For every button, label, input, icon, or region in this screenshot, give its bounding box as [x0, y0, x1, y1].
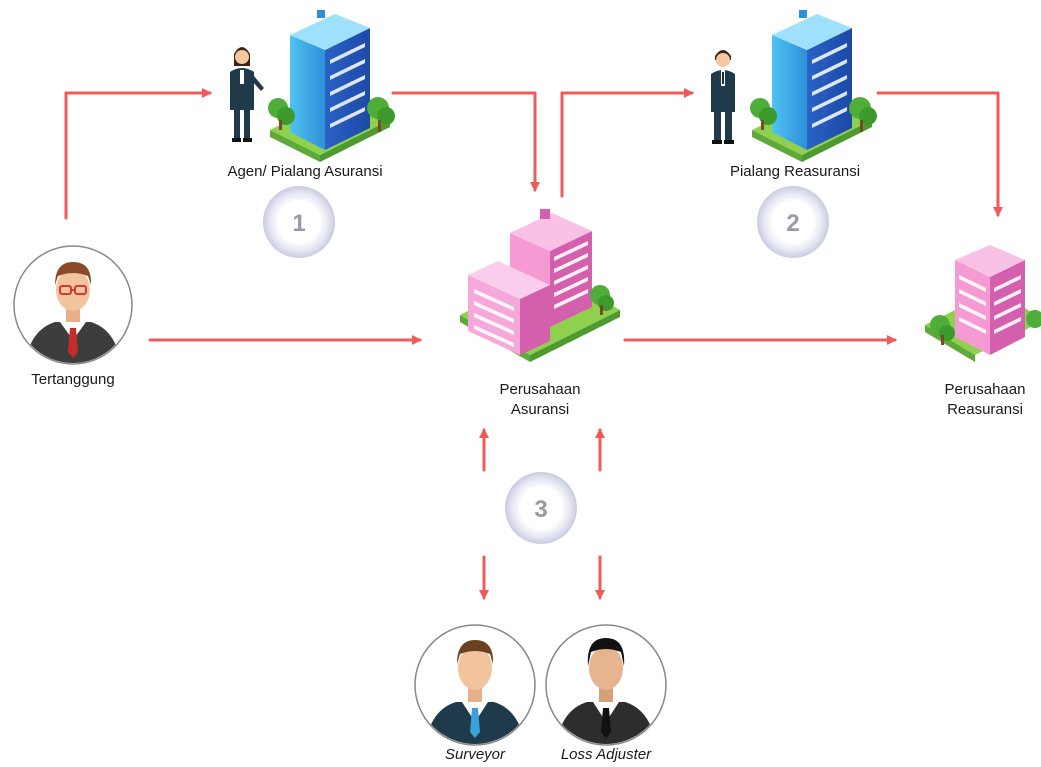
perusahaan-asuransi-building-icon	[460, 209, 620, 362]
perusahaan-reasuransi-label: Perusahaan Reasuransi	[935, 380, 1035, 420]
perusahaan-asuransi-line-2: Asuransi	[510, 401, 570, 418]
step-badge-3: 3	[505, 472, 577, 544]
agen-woman-icon	[230, 47, 264, 142]
perusahaan-reasuransi-line-2: Reasuransi	[947, 401, 1023, 418]
step-number-2: 2	[786, 210, 799, 237]
surveyor-avatar-icon	[414, 624, 536, 746]
surveyor-label: Surveyor	[444, 746, 506, 763]
arrow-pialang-to-reinsurer	[876, 91, 1003, 217]
step-badge-1: 1	[263, 186, 335, 258]
step-badge-2: 2	[757, 186, 829, 258]
tertanggung-label: Tertanggung	[31, 371, 115, 388]
agen-pialang-asuransi-label: Agen/ Pialang Asuransi	[227, 163, 383, 180]
perusahaan-asuransi-label: Perusahaan Asuransi	[460, 380, 620, 420]
arrow-insurer-to-pialang	[560, 88, 694, 198]
arrows	[64, 88, 1003, 600]
loss-adjuster-label: Loss Adjuster	[560, 746, 652, 763]
tertanggung-avatar-icon	[13, 245, 133, 365]
step-number-3: 3	[534, 496, 547, 523]
arrow-tertanggung-to-agen	[64, 88, 212, 220]
arrow-agen-to-insurer	[391, 91, 540, 192]
pialang-reasuransi-label: Pialang Reasuransi	[729, 163, 861, 180]
step-number-1: 1	[292, 210, 305, 237]
pialang-reasuransi-building-icon	[750, 10, 877, 162]
perusahaan-reasuransi-line-1: Perusahaan	[944, 381, 1026, 398]
agen-building-icon	[268, 10, 395, 162]
perusahaan-reasuransi-building-icon	[925, 245, 1041, 362]
perusahaan-asuransi-line-1: Perusahaan	[499, 381, 581, 398]
pialang-man-icon	[711, 50, 735, 144]
loss-adjuster-avatar-icon	[545, 624, 667, 746]
